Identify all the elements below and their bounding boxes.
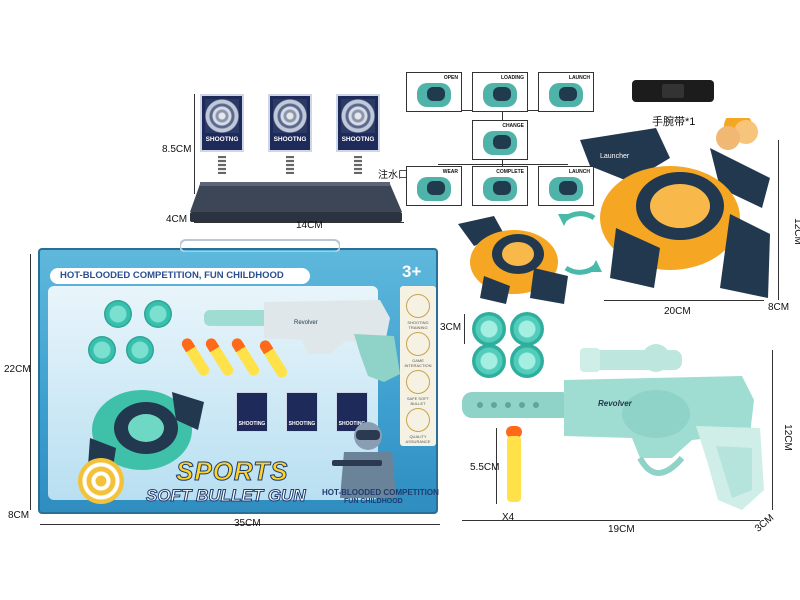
- box-banner: HOT-BLOODED COMPETITION, FUN CHILDHOOD: [50, 268, 310, 284]
- box-banner-text: HOT-BLOODED COMPETITION, FUN CHILDHOOD: [60, 270, 284, 281]
- disc-size-line: [464, 314, 465, 344]
- feature-label: SAFE SOFT BULLET: [406, 396, 430, 406]
- box-soldier-figure: [332, 422, 396, 498]
- launcher-brand-text: Launcher: [600, 153, 630, 160]
- stand-width-line: [194, 222, 404, 223]
- box-title-line1: SPORTS: [175, 456, 289, 487]
- dart-length-line: [496, 428, 497, 504]
- step-loading: LOADING: [472, 72, 528, 112]
- revolver-length-line: [462, 520, 760, 521]
- launcher-height-label: 12CM: [791, 218, 800, 245]
- steps-connector: [438, 164, 568, 165]
- box-handle: [180, 239, 340, 252]
- box-depth-label: 8CM: [8, 510, 30, 521]
- target-base: [190, 182, 402, 222]
- box-gun-text: Revolver: [294, 320, 318, 326]
- revolver-engraving: Revolver: [598, 399, 633, 408]
- box-disc: [126, 336, 154, 364]
- feature-icon: [406, 370, 430, 394]
- box-disc: [104, 300, 132, 328]
- step-change: CHANGE: [472, 120, 528, 160]
- feature-label: GAME INTERACTION: [404, 358, 432, 368]
- disc: [472, 344, 506, 378]
- box-width-line: [40, 524, 440, 525]
- revolver-height-label: 12CM: [781, 424, 793, 451]
- launcher-width-line: [604, 300, 764, 301]
- box-wrist-launcher: [88, 390, 204, 474]
- usage-steps: OPEN LOADING LAUNCH CHANGE WEAR COMPLETE…: [402, 68, 602, 208]
- dart-count-label: X4: [502, 512, 515, 523]
- stand-depth-label: 4CM: [166, 214, 188, 225]
- target-card-2: SHOOTNG: [268, 94, 312, 152]
- feature-icon: [406, 332, 430, 356]
- box-title-line2: SOFT BULLET GUN: [146, 486, 307, 506]
- box-height-line: [30, 254, 31, 510]
- launcher-depth-label: 8CM: [768, 302, 790, 313]
- transform-arrows-icon: [558, 211, 602, 275]
- age-label: 3+: [402, 262, 422, 281]
- target-card-label: SHOOTNG: [273, 136, 307, 143]
- box-revolver: Revolver: [204, 300, 400, 382]
- wrist-launcher-small: [458, 216, 568, 304]
- disc: [472, 312, 506, 346]
- target-stand: SHOOTNG SHOOTNG SHOOTNG 注水口: [150, 80, 410, 240]
- step-complete: COMPLETE: [472, 166, 528, 206]
- target-card-label: SHOOTNG: [341, 136, 375, 143]
- box-side-panel: SHOOTING TRAINING GAME INTERACTION SAFE …: [400, 286, 436, 446]
- box-mini-card: SHOOTING: [286, 392, 318, 432]
- box-subtitle-line2: FUN CHILDHOOD: [344, 498, 403, 505]
- step-launch: LAUNCH: [538, 72, 594, 112]
- wristband-label: 手腕带*1: [652, 116, 696, 128]
- spring: [218, 156, 226, 174]
- box-mini-card: SHOOTING: [236, 392, 268, 432]
- target-card-label: SHOOTNG: [205, 136, 239, 143]
- wrist-launcher-large: Launcher: [580, 118, 770, 298]
- target-card-3: SHOOTNG: [336, 94, 380, 152]
- feature-icon: [406, 408, 430, 432]
- disc-size-label: 3CM: [440, 322, 462, 333]
- foam-dart-image: [506, 426, 522, 502]
- spring: [286, 156, 294, 174]
- launcher-height-line: [778, 140, 779, 300]
- water-inlet-label: 注水口: [378, 170, 408, 181]
- box-disc: [144, 300, 172, 328]
- feature-label: SHOOTING TRAINING: [407, 320, 429, 330]
- box-target-emblem: [78, 458, 124, 504]
- dart-length-label: 5.5CM: [470, 462, 500, 473]
- feature-label: QUALITY ASSURANCE: [405, 434, 431, 444]
- step-open: OPEN: [406, 72, 462, 112]
- box-height-label: 22CM: [4, 364, 31, 375]
- spring: [354, 156, 362, 174]
- disc: [510, 344, 544, 378]
- box-disc: [88, 336, 116, 364]
- revolver-image: Revolver: [462, 344, 764, 510]
- step-wear: WEAR: [406, 166, 462, 206]
- stand-height-line: [194, 94, 195, 194]
- disc: [510, 312, 544, 346]
- wristband-image: [632, 80, 714, 102]
- feature-icon: [406, 294, 430, 318]
- launcher-width-label: 20CM: [664, 306, 691, 317]
- target-card-1: SHOOTNG: [200, 94, 244, 152]
- stand-width-label: 14CM: [296, 220, 323, 231]
- stand-height-label: 8.5CM: [162, 144, 192, 155]
- revolver-height-line: [772, 350, 773, 510]
- box-subtitle-line1: HOT-BLOODED COMPETITION: [322, 488, 439, 497]
- step-launch-2: LAUNCH: [538, 166, 594, 206]
- revolver-length-label: 19CM: [608, 524, 635, 535]
- box-width-label: 35CM: [234, 518, 261, 529]
